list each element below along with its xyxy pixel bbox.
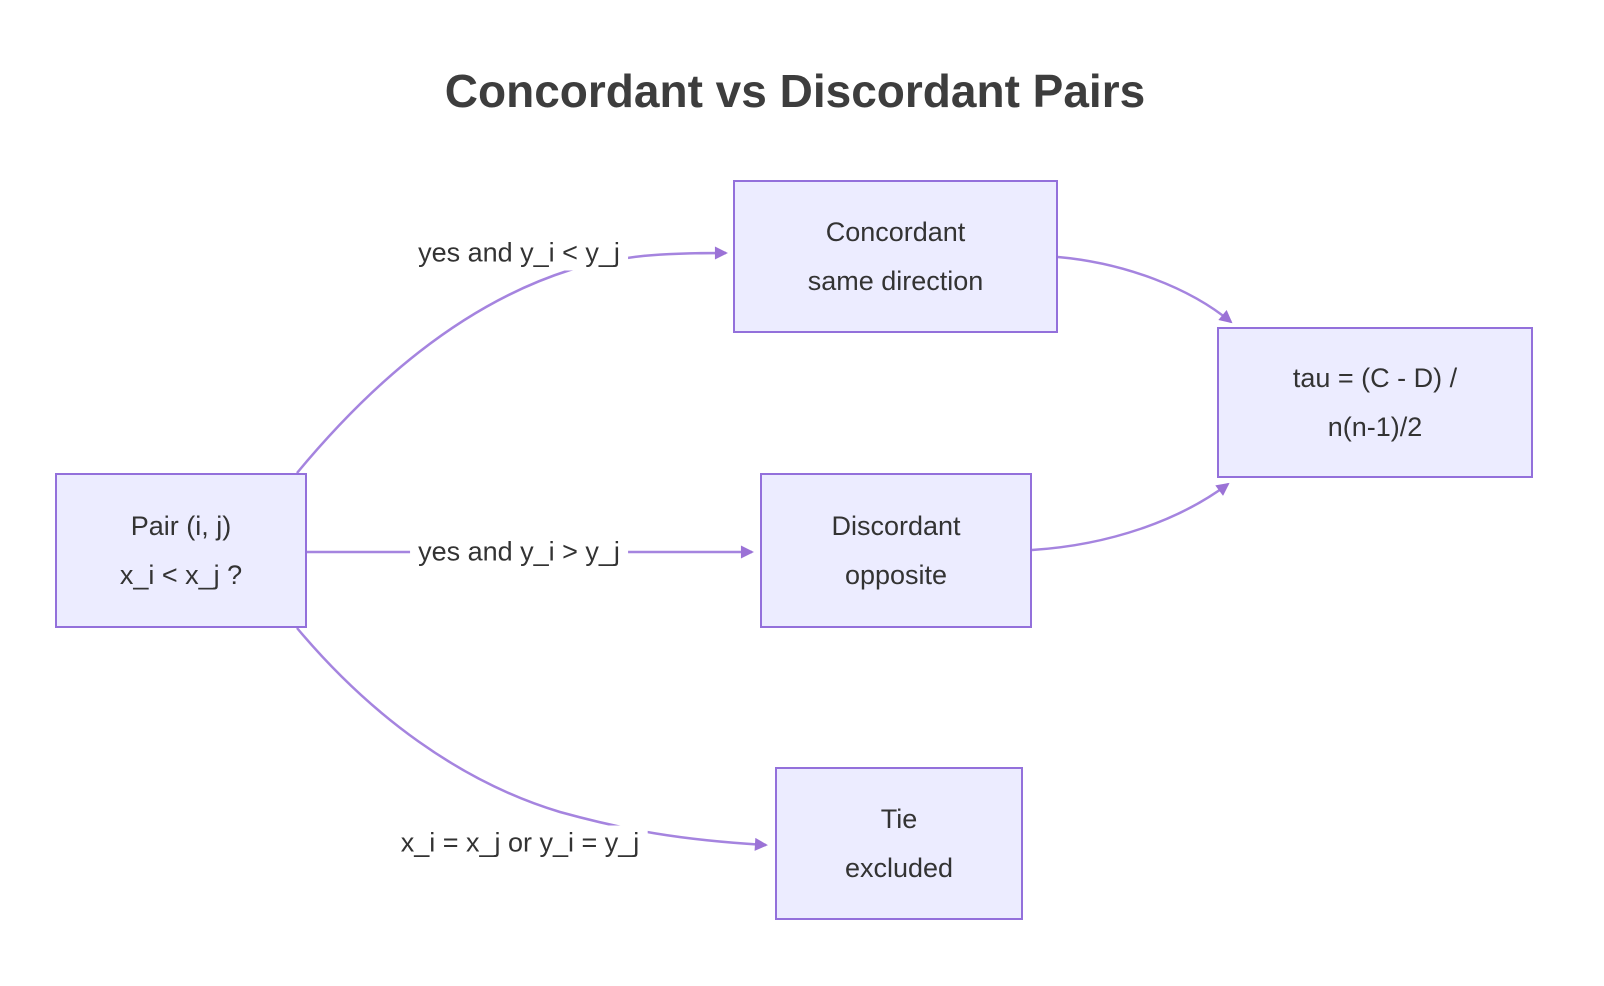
node-tie: Tie excluded [775, 767, 1023, 920]
node-tie-line1: Tie [880, 804, 918, 835]
node-pair-line2: x_i < x_j ? [119, 559, 243, 590]
node-tau-line2: n(n-1)/2 [1327, 411, 1423, 442]
edge-discordant-to-tau [1031, 482, 1230, 552]
node-tau-formula: tau = (C - D) / n(n-1)/2 [1217, 327, 1533, 478]
edge-label-yes-less: yes and y_i < y_j [410, 235, 628, 271]
node-tie-line2: excluded [844, 852, 954, 883]
node-pair: Pair (i, j) x_i < x_j ? [55, 473, 307, 628]
node-tau-line1: tau = (C - D) / [1292, 363, 1458, 394]
node-concordant: Concordant same direction [733, 180, 1058, 333]
diagram-title: Concordant vs Discordant Pairs [444, 65, 1146, 117]
node-discordant-line2: opposite [844, 559, 948, 590]
node-concordant-line1: Concordant [825, 217, 966, 248]
edge-pair-to-tie [296, 627, 768, 851]
edge-concordant-to-tau [1057, 255, 1233, 324]
node-concordant-line2: same direction [807, 265, 984, 296]
edge-label-tie-condition: x_i = x_j or y_i = y_j [392, 825, 648, 861]
node-pair-line1: Pair (i, j) [130, 511, 232, 542]
node-discordant-line1: Discordant [831, 511, 961, 542]
edge-label-yes-greater: yes and y_i > y_j [410, 534, 628, 570]
node-discordant: Discordant opposite [760, 473, 1032, 628]
edge-pair-to-concordant [296, 246, 728, 474]
